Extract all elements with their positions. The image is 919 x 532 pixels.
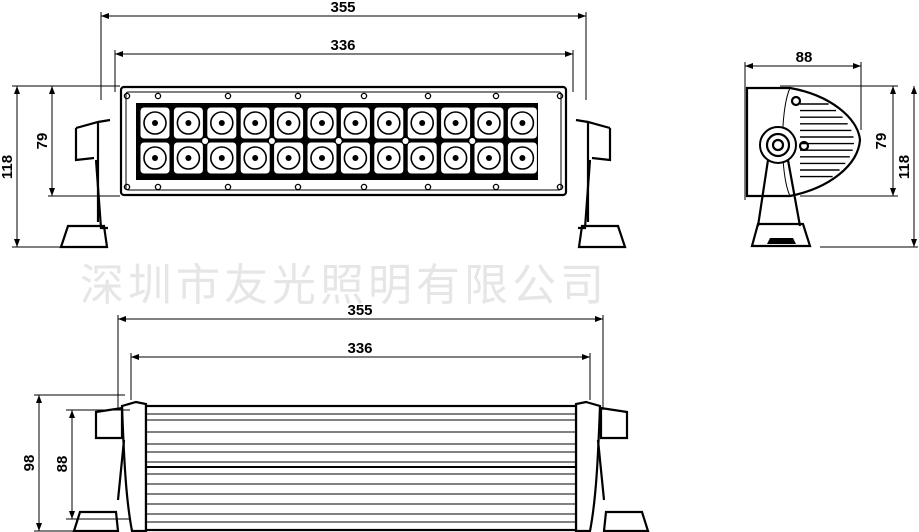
front-view: 355 336 118 79 [0, 0, 627, 249]
led-emitter [352, 155, 359, 161]
side-overall-height-label: 118 [896, 155, 913, 179]
led-emitter [319, 120, 325, 126]
top-overall-width-label: 355 [347, 302, 372, 319]
led-emitter [419, 155, 426, 161]
side-pivot [759, 126, 797, 164]
led-emitter [452, 120, 459, 126]
housing-screws [123, 92, 564, 191]
led-emitter [218, 155, 225, 161]
led-emitter [419, 120, 426, 126]
side-view: 88 79 118 [744, 49, 918, 248]
led-emitter [252, 155, 259, 161]
top-inner-width-label: 336 [347, 340, 372, 357]
led-emitter [152, 155, 158, 161]
top-view: 355 336 98 88 [21, 302, 650, 532]
led-emitter [319, 155, 325, 161]
led-emitter [519, 155, 526, 161]
side-depth-label: 88 [796, 49, 813, 66]
side-body-height-label: 79 [873, 133, 890, 150]
led-emitter [385, 120, 392, 126]
led-emitter [452, 155, 459, 161]
led-emitter [185, 155, 192, 161]
front-left-foot [59, 224, 109, 249]
company-watermark: 深圳市友光照明有限公司 [80, 260, 608, 311]
top-right-foot [602, 510, 650, 532]
top-heatsink-ribs [146, 413, 576, 523]
led-emitter [152, 120, 158, 126]
led-emitter [185, 120, 192, 126]
side-heatsink-fins [800, 103, 854, 178]
led-emitter [285, 155, 292, 161]
front-overall-height-label: 118 [0, 155, 16, 179]
led-grid [139, 106, 538, 175]
side-housing-profile [745, 86, 862, 198]
led-emitter [285, 120, 292, 126]
led-emitter [218, 120, 225, 126]
top-body-depth-label: 88 [54, 456, 71, 473]
led-emitter [385, 155, 392, 161]
top-left-foot [72, 510, 120, 532]
front-body-height-label: 79 [34, 133, 51, 150]
led-emitter [352, 120, 359, 126]
front-overall-width-label: 355 [330, 0, 355, 16]
led-emitter [519, 120, 526, 126]
led-emitter [486, 155, 492, 161]
front-right-foot [577, 224, 627, 249]
front-inner-width-label: 336 [330, 37, 355, 54]
top-overall-depth-label: 98 [21, 455, 38, 472]
side-foot [750, 222, 812, 248]
led-emitter [252, 120, 259, 126]
led-emitter [486, 120, 492, 126]
